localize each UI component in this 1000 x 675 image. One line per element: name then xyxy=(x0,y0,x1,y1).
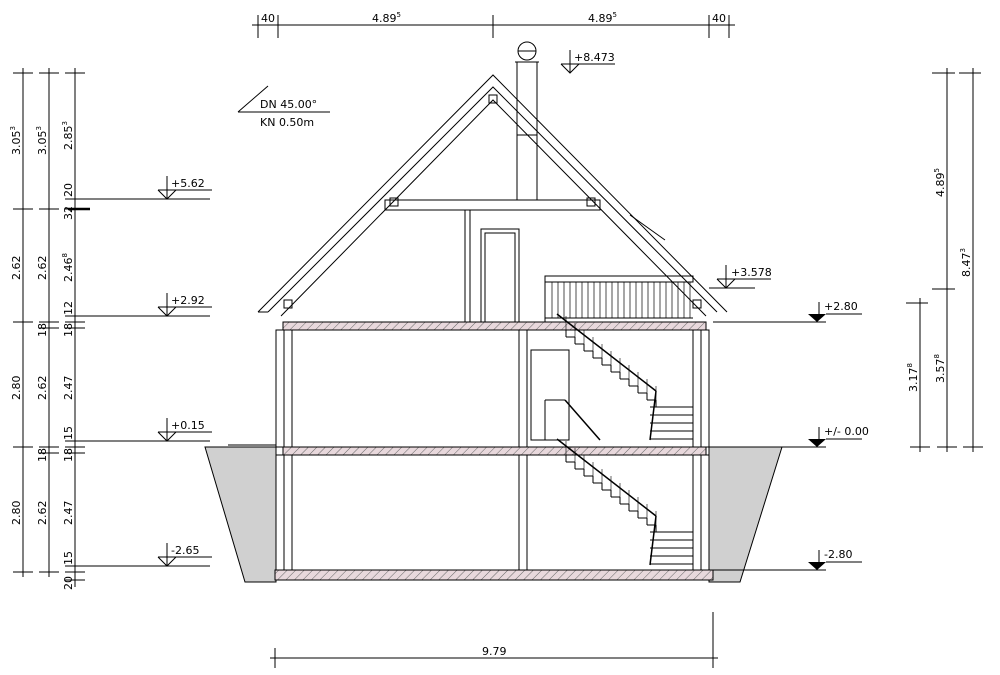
roof-pitch-label: DN 45.00° xyxy=(260,98,317,111)
dim-text: 8.473 xyxy=(959,248,973,277)
right-dimension-chains: 3.178 4.895 3.578 8.473 xyxy=(906,68,983,452)
dim-text: 2.62 xyxy=(36,501,49,526)
level-label: +5.62 xyxy=(171,177,205,190)
roof xyxy=(257,74,728,317)
ground-floor-door xyxy=(530,349,570,441)
dim-text: 18 xyxy=(36,448,49,462)
dim-text: 32 xyxy=(62,206,75,220)
level-label: +8.473 xyxy=(574,51,615,64)
level-label: +3.578 xyxy=(731,266,772,279)
level-label: +0.15 xyxy=(171,419,205,432)
level-label: +/- 0.00 xyxy=(824,425,869,438)
attic-railing xyxy=(544,275,694,322)
attic-door xyxy=(480,228,520,323)
dim-text: 4.895 xyxy=(588,11,617,25)
dim-text: 20 xyxy=(62,576,75,590)
right-level-markers: +2.80 +/- 0.00 -2.80 xyxy=(709,300,869,571)
dim-text: 3.578 xyxy=(933,354,947,383)
dim-text: 3.053 xyxy=(35,126,49,155)
dim-text: 18 xyxy=(62,323,75,337)
dim-text: 2.468 xyxy=(61,253,75,282)
dim-text: 3.053 xyxy=(9,126,23,155)
dim-text: 2.62 xyxy=(36,376,49,401)
dim-text: 40 xyxy=(261,12,275,25)
level-label: -2.80 xyxy=(824,548,852,561)
dim-text: 18 xyxy=(36,323,49,337)
top-level-marker: +8.473 xyxy=(560,50,615,74)
dim-text: 2.80 xyxy=(10,501,23,526)
dim-text: 2.853 xyxy=(61,121,75,150)
collar-beam xyxy=(384,197,601,211)
left-level-markers: +5.62 +2.92 +0.15 -2.65 xyxy=(157,176,212,567)
eave-level-marker: +3.578 xyxy=(709,265,772,289)
dim-text: 12 xyxy=(62,301,75,315)
dim-text: 2.80 xyxy=(10,376,23,401)
dim-text: 2.62 xyxy=(36,256,49,281)
dim-text: 3.178 xyxy=(906,363,920,392)
bottom-dimension: 9.79 xyxy=(270,612,718,668)
dim-text: 2.47 xyxy=(62,501,75,526)
dim-text: 2.47 xyxy=(62,376,75,401)
staircase xyxy=(544,313,693,566)
floor-slabs xyxy=(274,321,714,581)
dim-text: 4.895 xyxy=(372,11,401,25)
dim-text: 40 xyxy=(712,12,726,25)
roof-overhang-label: KN 0.50m xyxy=(260,116,314,129)
dim-text: 15 xyxy=(62,551,75,565)
level-label: +2.92 xyxy=(171,294,205,307)
left-dimension-chains: 3.053 2.62 2.80 2.80 3.053 2.62 18 2.62 … xyxy=(9,68,210,590)
top-dimension-chain: 40 4.895 4.895 40 xyxy=(252,11,735,38)
level-label: +2.80 xyxy=(824,300,858,313)
dim-text: 2.62 xyxy=(10,256,23,281)
attic-partition xyxy=(464,210,520,323)
roof-note: DN 45.00° KN 0.50m xyxy=(237,85,330,129)
dim-text: 18 xyxy=(62,448,75,462)
chimney xyxy=(515,41,539,201)
dim-text: 9.79 xyxy=(482,645,507,658)
dim-text: 4.895 xyxy=(933,168,947,197)
level-label: -2.65 xyxy=(171,544,199,557)
dim-text: 20 xyxy=(62,183,75,197)
dim-text: 15 xyxy=(62,426,75,440)
